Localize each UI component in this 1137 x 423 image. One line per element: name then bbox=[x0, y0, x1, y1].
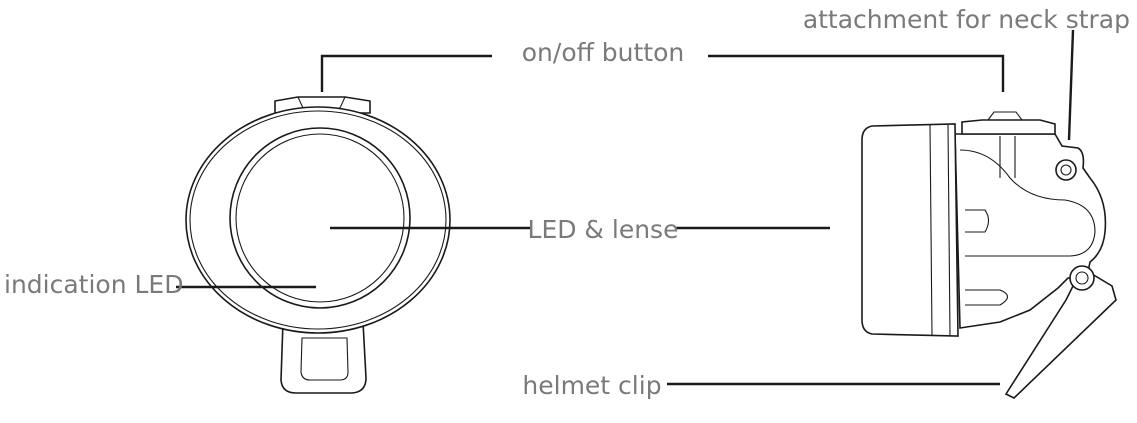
label-indication-led: indication LED bbox=[4, 270, 183, 299]
leader-neck-strap bbox=[1067, 29, 1075, 141]
front-lens-ring bbox=[229, 127, 411, 309]
side-lower-detail bbox=[965, 289, 1009, 306]
clip-pivot-inner bbox=[1075, 271, 1089, 285]
neck-strap-hole bbox=[1060, 164, 1072, 176]
side-mechanism bbox=[959, 149, 1096, 257]
side-view-lamp bbox=[861, 111, 1117, 399]
label-on-off-button: on/off button bbox=[522, 38, 685, 67]
label-attachment-neck-strap: attachment for neck strap bbox=[803, 5, 1130, 34]
leader-on-off-left bbox=[320, 54, 492, 92]
label-helmet-clip: helmet clip bbox=[522, 371, 661, 400]
side-slot bbox=[965, 209, 990, 233]
side-helmet-clip bbox=[1004, 266, 1117, 399]
side-bezel-edges bbox=[929, 124, 951, 336]
front-housing-inner-edge bbox=[189, 110, 447, 330]
side-ribs bbox=[999, 136, 1016, 178]
front-view-lamp bbox=[185, 96, 451, 394]
leader-lines bbox=[176, 29, 1075, 386]
side-button-cap bbox=[987, 111, 1023, 121]
neck-strap-lug bbox=[1055, 159, 1077, 181]
front-clip-slot bbox=[300, 337, 349, 381]
clip-pivot bbox=[1069, 265, 1095, 291]
leader-on-off-right bbox=[708, 54, 1005, 92]
side-lens-bezel bbox=[861, 123, 959, 337]
front-lens bbox=[235, 133, 405, 303]
side-on-off-button bbox=[961, 119, 1056, 135]
label-led-lense: LED & lense bbox=[528, 215, 679, 244]
